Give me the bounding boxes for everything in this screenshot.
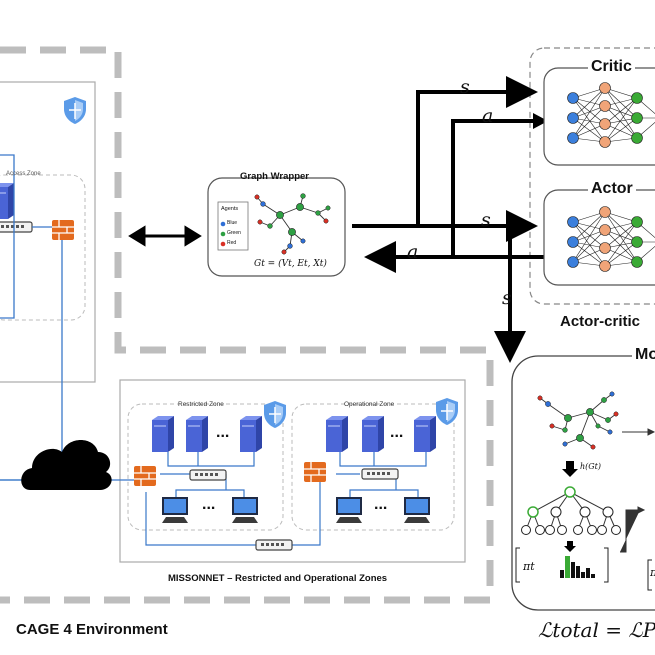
cage-env-boundary: [0, 46, 494, 604]
model-box: [511, 355, 655, 611]
actor-critic-label: Actor-critic: [560, 313, 641, 330]
server-icon: [325, 415, 349, 453]
policy-bracket-icon: [515, 547, 652, 591]
operational-zone-label: Operational Zone: [344, 401, 395, 408]
h-label: h(Gt): [580, 462, 601, 471]
servers-ellipsis-restricted: ...: [216, 424, 230, 441]
server-icon: [239, 415, 263, 453]
policy-label-cut: π: [650, 566, 655, 579]
access-zone-box: [0, 174, 86, 321]
state-label-down: s: [502, 287, 512, 309]
workstation-icon: [162, 497, 188, 523]
restricted-zone-label: Restricted Zone: [178, 401, 224, 408]
env-graph-arrow-icon: [128, 225, 202, 247]
switch-icon: [189, 469, 227, 481]
legend-label-red: Red: [227, 240, 237, 246]
critic-title: Critic: [588, 58, 635, 76]
firewall-icon: [51, 219, 75, 241]
switch-icon: [361, 468, 399, 480]
loss-formula: ℒtotal = ℒPPO: [538, 618, 655, 642]
cage-env-title: CAGE 4 Environment: [16, 621, 168, 638]
access-zone-label: Access Zone: [6, 171, 41, 177]
server-icon: [0, 182, 15, 220]
graph-wrapper-title: Graph Wrapper: [240, 171, 309, 182]
switch-icon: [255, 539, 293, 551]
legend-label-blue: Blue: [227, 220, 238, 226]
model-side-arrow-icon: [622, 428, 655, 436]
state-label-top: s: [460, 76, 470, 98]
model-title: Mo: [632, 346, 655, 364]
firewall-icon: [303, 461, 327, 483]
actor-title: Actor: [588, 180, 636, 198]
model-graph-icon: [537, 391, 619, 450]
firewall-icon: [133, 465, 157, 487]
shield-icon: [63, 96, 87, 125]
flow-arrows: [352, 76, 548, 363]
actor-network-icon: [567, 206, 655, 272]
action-arrow-head-icon: [533, 113, 548, 129]
servers-ellipsis-operational: ...: [390, 424, 404, 441]
actor-critic-boundary: [529, 47, 655, 305]
graph-formula: Gt = (Vt, Et, Xt): [254, 259, 327, 269]
tree-side-arrow-icon: [620, 506, 646, 553]
legend-red-dot: [220, 241, 226, 247]
agent-graph-icon: [254, 193, 331, 255]
switch-icon: [0, 221, 33, 233]
action-label-bottom: a: [407, 241, 419, 263]
policy-down-arrow-icon: [564, 541, 576, 552]
policy-label: πt: [523, 560, 535, 573]
workstations-ellipsis-restricted: ...: [202, 496, 216, 513]
access-region-panel: [0, 81, 96, 383]
server-icon: [413, 415, 437, 453]
workstation-icon: [336, 497, 362, 523]
legend-blue-dot: [220, 221, 226, 227]
legend-label-green: Green: [227, 230, 241, 236]
server-icon: [361, 415, 385, 453]
bar-chart-icon: [560, 556, 595, 578]
tree-icon: [521, 486, 621, 535]
agents-legend-title: Agents: [221, 206, 239, 212]
workstation-icon: [404, 497, 430, 523]
down-arrow-icon: [562, 461, 578, 477]
server-icon: [185, 415, 209, 453]
operational-zone-box: [291, 403, 455, 531]
workstations-ellipsis-operational: ...: [374, 496, 388, 513]
workstation-icon: [232, 497, 258, 523]
state-label-mid: s: [481, 209, 491, 231]
action-label-top: a: [482, 105, 494, 127]
missionnet-caption: MISSONNET – Restricted and Operational Z…: [168, 573, 388, 584]
legend-green-dot: [220, 231, 226, 237]
restricted-zone-box: [127, 403, 284, 531]
cloud-icon: [21, 440, 112, 490]
server-icon: [151, 415, 175, 453]
critic-network-icon: [567, 82, 655, 148]
